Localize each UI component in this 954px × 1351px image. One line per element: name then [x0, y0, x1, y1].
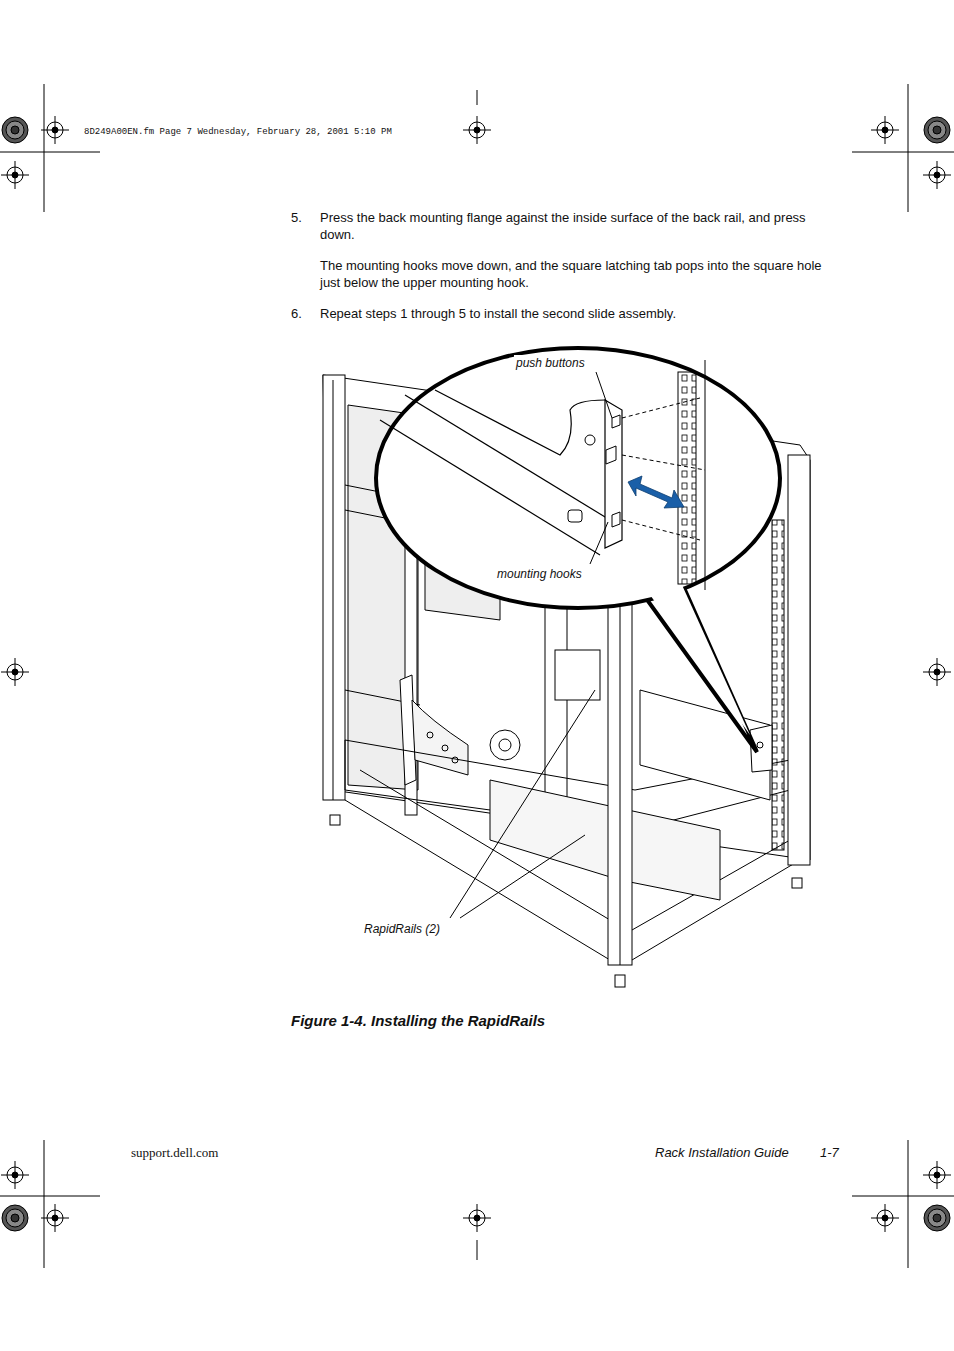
figure-caption: Figure 1-4. Installing the RapidRails — [291, 1012, 545, 1029]
step-number: 6. — [291, 305, 302, 322]
part-label: mounting hooks — [495, 566, 584, 583]
running-header: 8D249A00EN.fm Page 7 Wednesday, February… — [84, 124, 392, 141]
step-result: The mounting hooks move down, and the sq… — [320, 257, 830, 291]
footer-url: support.dell.com — [131, 1144, 218, 1161]
step-text: Repeat steps 1 through 5 to install the … — [320, 305, 830, 322]
footer-title: Rack Installation Guide — [655, 1144, 789, 1161]
crop-marks — [0, 84, 954, 1268]
magnified-view — [376, 348, 780, 752]
leader-lines — [450, 372, 612, 918]
step-number: 5. — [291, 209, 302, 226]
part-label: RapidRails (2) — [362, 921, 442, 938]
part-label: push buttons — [514, 355, 587, 372]
page-number: 1-7 — [820, 1144, 839, 1161]
step-text: Press the back mounting flange against t… — [320, 209, 830, 243]
